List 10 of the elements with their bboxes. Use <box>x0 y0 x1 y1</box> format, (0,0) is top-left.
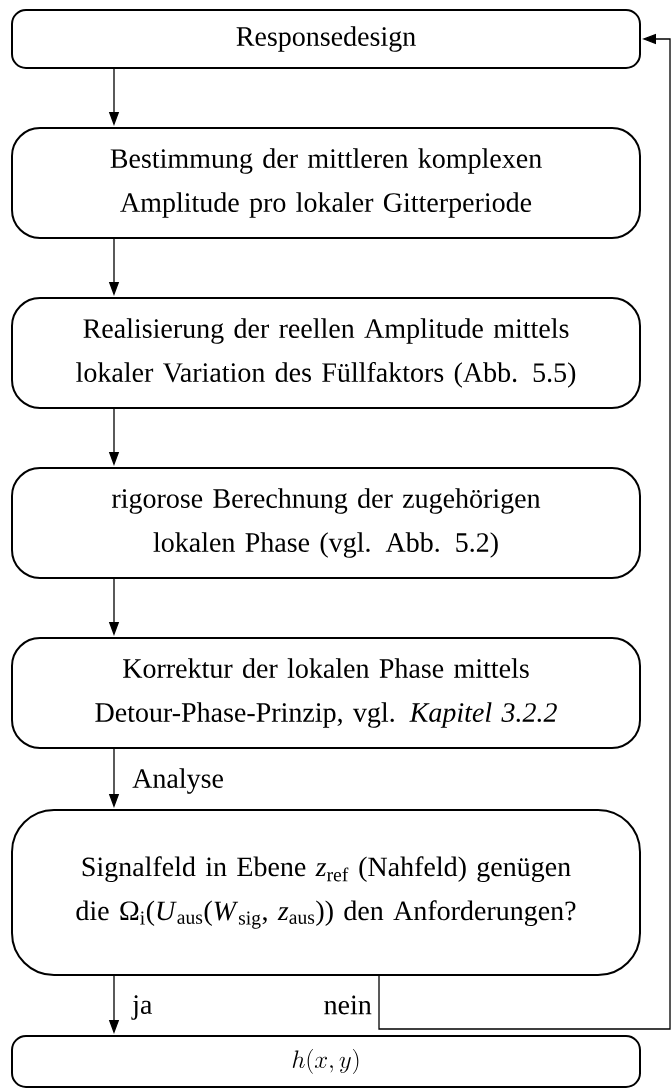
process-box: rigorose Berechnung der zugehörigen lokalen Phase (vgl. Abb. 5.2) <box>11 467 641 579</box>
edge-label: Analyse <box>130 766 226 796</box>
process-box: Bestimmung der mittleren komplexen Amplitude pro lokaler Gitterperiode <box>11 127 641 239</box>
process-box: Korrektur der lokalen Phase mittels Detour-Phase-Prinzip, vgl. Kapitel 3.2.2 <box>11 637 641 749</box>
process-box: Realisierung der reellen Amplitude mittels lokaler Variation des Füllfaktors (Abb. 5.5) <box>11 297 641 409</box>
edge-label: ja <box>130 993 155 1022</box>
decision-box: Signalfeld in Ebene z$_{ref}$ (Nahfeld) genügen die Ω$_{i}$(U$_{aus}$(W$_{sig}$, z$_{aus}$)) den Anforderungen? <box>11 809 641 976</box>
process-box: $h(x, y)$ <box>11 1035 641 1088</box>
edge-label: nein <box>321 993 374 1017</box>
process-box: Responsedesign <box>11 9 641 69</box>
